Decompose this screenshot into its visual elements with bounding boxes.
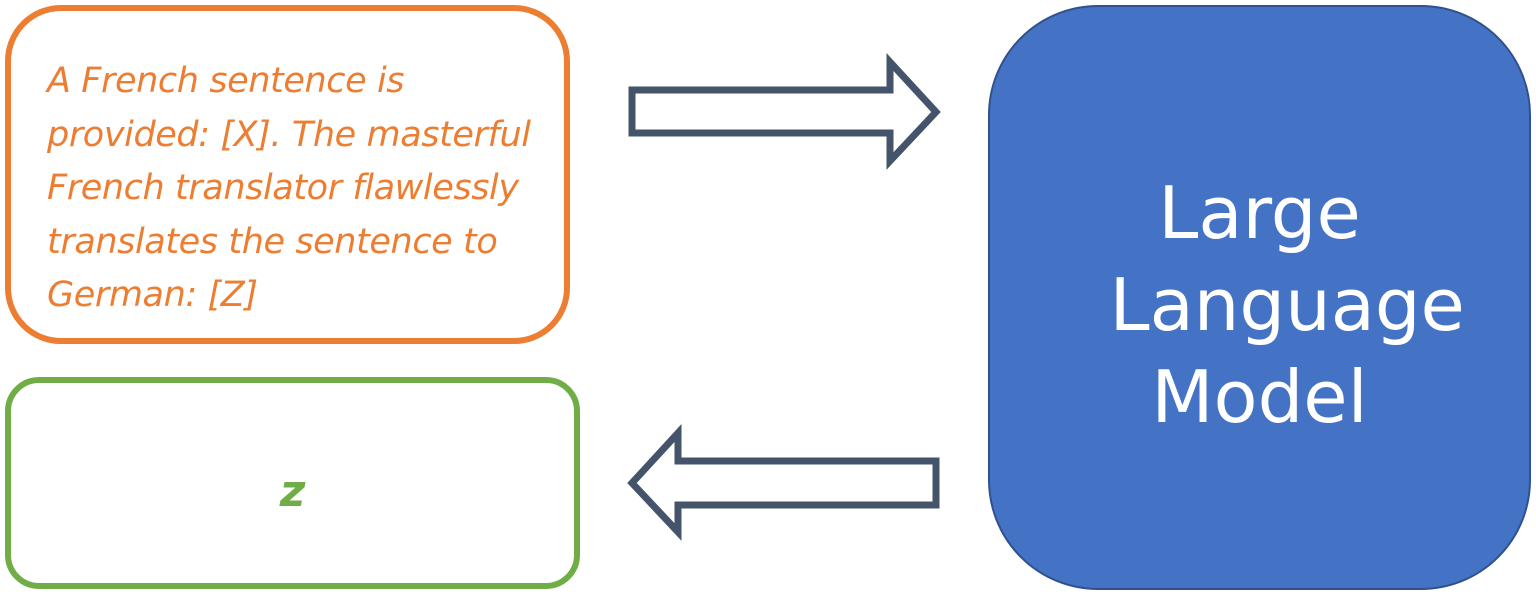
model-label-text: Large Language Model bbox=[1109, 170, 1465, 439]
model-box: Large Language Model bbox=[988, 5, 1531, 590]
prompt-text: A French sentence is provided: [X]. The … bbox=[47, 61, 531, 315]
prompt-box: A French sentence is provided: [X]. The … bbox=[5, 5, 570, 344]
output-text: z bbox=[279, 465, 306, 517]
output-box: z bbox=[5, 377, 580, 589]
arrow-left-shape bbox=[627, 424, 940, 541]
arrow-right-shape bbox=[628, 53, 941, 170]
model-label: Large Language Model bbox=[1109, 167, 1465, 443]
